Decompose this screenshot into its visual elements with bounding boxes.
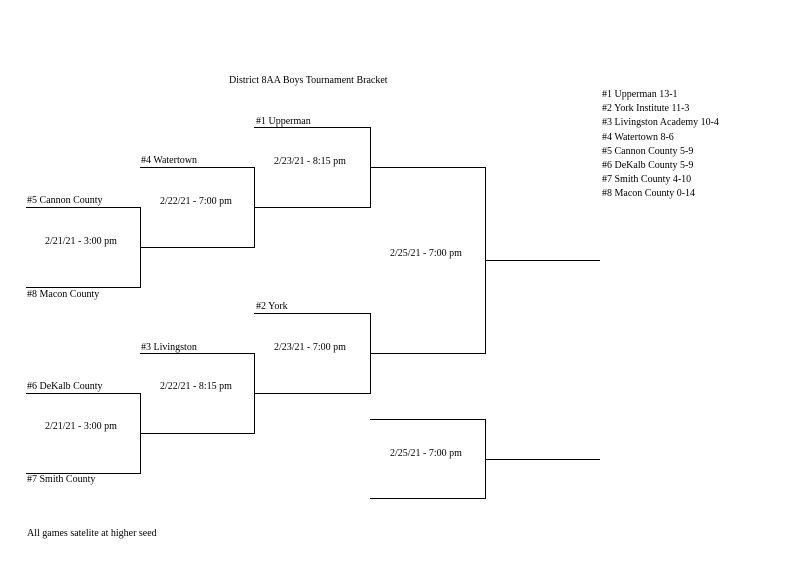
- standings-entry: #4 Watertown 8-6: [602, 131, 674, 143]
- game-time-semi-game2: 2/23/21 - 7:00 pm: [274, 342, 346, 353]
- bracket-line: [140, 247, 255, 248]
- team-label-dekalb-county: #6 DeKalb County: [27, 381, 103, 392]
- game-time-final: 2/25/21 - 7:00 pm: [390, 248, 462, 259]
- game-time-round1-game1: 2/21/21 - 3:00 pm: [45, 236, 117, 247]
- standings-entry: #5 Cannon County 5-9: [602, 145, 694, 157]
- footer-note: All games satelite at higher seed: [27, 528, 157, 539]
- bracket-line: [140, 167, 255, 168]
- game-time-consolation: 2/25/21 - 7:00 pm: [390, 448, 462, 459]
- bracket-line: [370, 419, 486, 420]
- bracket-line: [254, 393, 371, 394]
- bracket-line: [26, 473, 141, 474]
- standings-entry: #7 Smith County 4-10: [602, 174, 692, 186]
- game-time-round1-game2: 2/21/21 - 3:00 pm: [45, 421, 117, 432]
- bracket-line: [370, 353, 486, 354]
- team-label-macon-county: #8 Macon County: [27, 289, 100, 300]
- bracket-line: [26, 207, 141, 208]
- bracket-line: [254, 127, 371, 128]
- standings-entry: #6 DeKalb County 5-9: [602, 160, 694, 172]
- consolation-winner-line: [485, 459, 600, 460]
- bracket-line: [26, 393, 141, 394]
- bracket-line: [140, 353, 255, 354]
- game-time-round2-game1: 2/22/21 - 7:00 pm: [160, 196, 232, 207]
- team-label-upperman: #1 Upperman: [256, 116, 311, 127]
- bracket-line: [254, 207, 371, 208]
- standings-entry: #1 Upperman 13-1: [602, 89, 678, 100]
- team-label-watertown: #4 Watertown: [141, 155, 197, 166]
- team-label-smith-county: #7 Smith County: [27, 474, 96, 485]
- champion-line: [485, 260, 600, 261]
- bracket-line: [140, 433, 255, 434]
- bracket-line: [370, 498, 486, 499]
- standings-entry: #8 Macon County 0-14: [602, 188, 696, 200]
- standings-entry: #3 Livingston Academy 10-4: [602, 117, 719, 129]
- team-label-york: #2 York: [256, 301, 288, 312]
- game-time-semi-game1: 2/23/21 - 8:15 pm: [274, 156, 346, 167]
- bracket-line: [254, 313, 371, 314]
- standings-list: #1 Upperman 13-1 #2 York Institute 11-3 …: [602, 88, 719, 202]
- team-label-cannon-county: #5 Cannon County: [27, 195, 103, 206]
- standings-entry: #2 York Institute 11-3: [602, 103, 690, 115]
- bracket-line: [26, 287, 141, 288]
- team-label-livingston: #3 Livingston: [141, 342, 197, 353]
- bracket-line: [370, 167, 486, 168]
- game-time-round2-game2: 2/22/21 - 8:15 pm: [160, 381, 232, 392]
- page-title: District 8AA Boys Tournament Bracket: [229, 75, 388, 86]
